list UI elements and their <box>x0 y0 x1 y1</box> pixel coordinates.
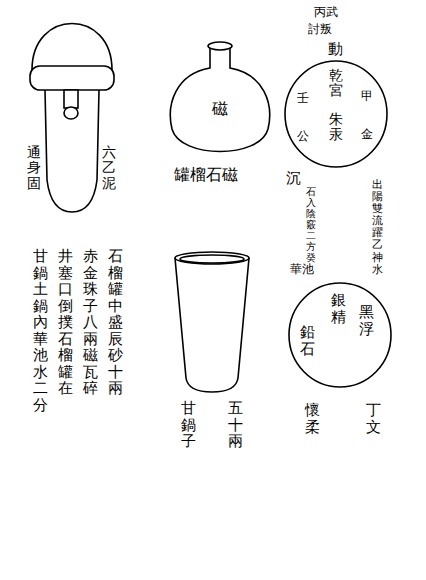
oval-chamber: 乾宮甲 壬朱汞金 公 <box>284 60 388 168</box>
vessel-caption: 甘鍋子 <box>181 400 196 450</box>
flask-lip <box>208 42 232 50</box>
crucible-inner-rim <box>180 255 244 263</box>
process-note: 出陽雙流躍乙神水 <box>372 178 383 275</box>
crucible-rim <box>175 252 249 264</box>
recipe-column: 石榴罐中盛辰砂十兩 <box>108 248 123 397</box>
property-note: 黑浮 <box>359 304 374 337</box>
vessel-pipe <box>64 90 78 108</box>
vessel-mark: 磁 <box>212 100 228 118</box>
fire-note: 丁文 <box>366 402 381 435</box>
element-mark: 公 <box>297 130 309 143</box>
vessel-caption: 罐榴石磁 <box>174 166 238 184</box>
vessel-body <box>45 90 99 212</box>
substance-name: 鉛石 <box>300 324 315 357</box>
weight-note: 五十兩 <box>228 400 243 450</box>
vessel-dome <box>32 24 112 71</box>
stem-note: 丙武 <box>314 6 338 19</box>
vessel-band <box>30 66 114 90</box>
palace-name: 乾宮 <box>329 68 343 99</box>
stem-note: 討叛 <box>308 23 332 36</box>
process-note: 石入陰竅二方癸 <box>306 186 316 263</box>
stem-mark: 壬 <box>297 92 309 105</box>
process-mark: 沉 <box>286 170 301 187</box>
oval-outline <box>285 61 387 167</box>
substance-name: 銀精 <box>331 292 346 325</box>
vessel-note: 六乙泥 <box>102 145 116 191</box>
crucible-body <box>175 258 249 392</box>
stem-mark: 甲 <box>361 90 373 103</box>
porcelain-flask: 磁 <box>166 34 274 158</box>
action-mark: 動 <box>328 41 343 58</box>
recipe-column: 甘鍋土鍋內華池水二分 <box>33 248 48 413</box>
oval-chamber: 銀精黑浮鉛石 <box>288 282 392 388</box>
node-outline <box>166 34 274 158</box>
recipe-column: 赤金珠子八兩磁瓦碎 <box>83 248 98 397</box>
element-mark: 金 <box>361 128 373 141</box>
flask-outline <box>170 46 269 152</box>
vessel-knob <box>64 107 78 119</box>
process-note: 華池 <box>290 263 314 276</box>
fire-note: 懷柔 <box>305 402 320 435</box>
vessel-note: 通身固 <box>27 145 41 191</box>
recipe-column: 井塞口倒撲石榴罐在 <box>58 248 73 397</box>
substance-name: 朱汞 <box>329 112 343 143</box>
oval-outline <box>289 283 391 387</box>
